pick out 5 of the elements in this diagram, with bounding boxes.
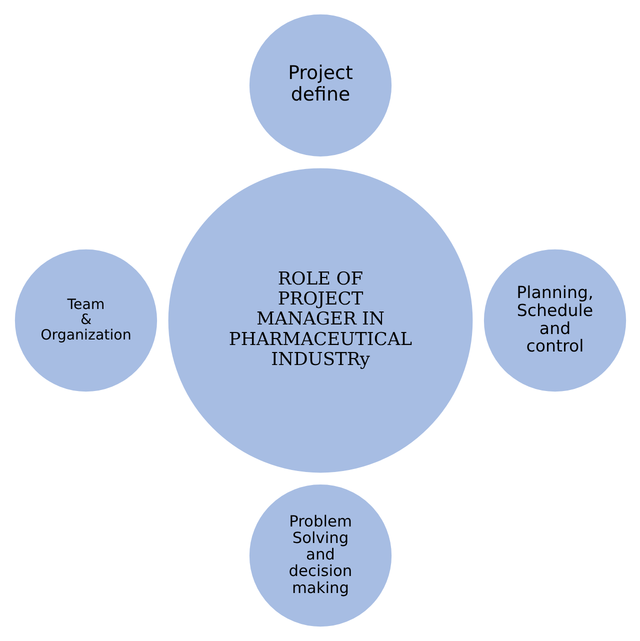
node-circle: Planning, Schedule and control <box>481 247 628 394</box>
node-circle: Problem Solving and decision making <box>246 482 394 630</box>
node-circle: Project define <box>246 12 394 159</box>
node-circle: ROLE OF PROJECT MANAGER IN PHARMACEUTICAL INDUSTRy <box>165 166 475 476</box>
node-circle: Team & Organization <box>12 247 159 394</box>
